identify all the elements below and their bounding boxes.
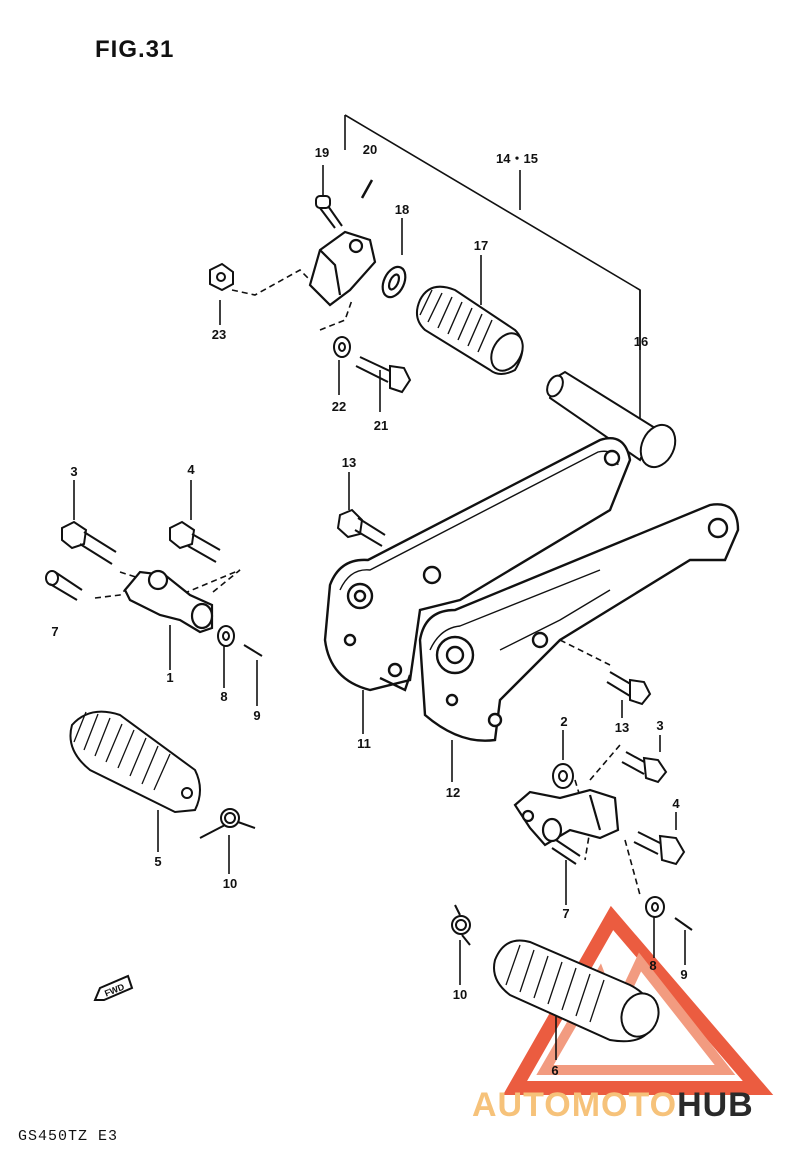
callout-12: 12	[446, 785, 460, 800]
bolt-4-left-icon	[169, 520, 221, 563]
callout-9-left: 9	[253, 708, 260, 723]
spring-10-left-icon	[199, 808, 256, 839]
watermark-part1: AUTOMOTO	[472, 1086, 678, 1124]
footrest-arm-12-icon	[418, 503, 740, 742]
footrest-bracket-11-icon	[323, 437, 632, 692]
bolt-13-upper-icon	[336, 508, 386, 547]
figure-title: FIG.31	[95, 36, 175, 63]
washer-18-icon	[381, 265, 407, 299]
watermark-part2: HUB	[677, 1086, 754, 1124]
washer-22-icon	[333, 336, 351, 358]
callout-21: 21	[374, 418, 388, 433]
callout-7-right: 7	[562, 906, 569, 921]
bolt-4-right-icon	[633, 831, 686, 866]
callout-13-upper: 13	[342, 455, 356, 470]
callout-23: 23	[212, 327, 226, 342]
callout-14-15: 14・15	[496, 151, 538, 166]
callout-10-right: 10	[453, 987, 467, 1002]
callout-2: 2	[560, 714, 567, 729]
callout-4-left: 4	[187, 462, 195, 477]
callout-3-right: 3	[656, 718, 663, 733]
bracket-icon	[308, 230, 377, 307]
spring-10-right-icon	[451, 904, 471, 946]
model-code: GS450TZ E3	[18, 1128, 119, 1145]
bolt-19-icon	[315, 195, 343, 229]
nut-23-icon	[209, 262, 234, 292]
callout-4-right: 4	[672, 796, 680, 811]
callout-10-left: 10	[223, 876, 237, 891]
footrest-rubber-17-icon	[415, 285, 524, 375]
washer-8-left-icon	[217, 625, 235, 647]
callout-13-lower: 13	[615, 720, 629, 735]
callout-8-right: 8	[649, 958, 656, 973]
pin-7-right-icon	[551, 839, 581, 865]
cotter-pin-9-left-icon	[243, 644, 263, 657]
bolt-21-icon	[355, 356, 412, 394]
cotter-pin-9-right-icon	[674, 917, 693, 931]
callout-11: 11	[357, 736, 371, 751]
watermark-text: AUTOMOTOHUB	[472, 1086, 754, 1125]
collar-2-icon	[552, 763, 574, 789]
bolt-13-lower-icon	[606, 671, 652, 706]
bolt-3-right-icon	[621, 751, 668, 784]
callout-19: 19	[315, 145, 329, 160]
fwd-arrow-icon	[93, 974, 134, 1001]
footrest-bracket-right-icon	[513, 788, 620, 847]
callout-7-left: 7	[51, 624, 58, 639]
callout-1: 1	[166, 670, 173, 685]
callout-18: 18	[395, 202, 409, 217]
callout-3-left: 3	[70, 464, 77, 479]
footrest-bracket-1-icon	[123, 569, 214, 634]
pin-20-icon	[360, 179, 374, 199]
callout-20: 20	[363, 142, 377, 157]
callout-8-left: 8	[220, 689, 227, 704]
pin-7-left-icon	[45, 570, 83, 601]
callout-17: 17	[474, 238, 488, 253]
footrest-6-icon	[493, 939, 660, 1043]
callout-22: 22	[332, 399, 346, 414]
footrest-5-icon	[69, 710, 201, 814]
callout-9-right: 9	[680, 967, 687, 982]
callout-16: 16	[634, 334, 648, 349]
callout-6: 6	[551, 1063, 558, 1078]
bolt-3-left-icon	[61, 520, 117, 565]
callout-5: 5	[154, 854, 161, 869]
pivot-pin-16-icon	[546, 370, 677, 469]
washer-8-right-icon	[645, 896, 665, 918]
